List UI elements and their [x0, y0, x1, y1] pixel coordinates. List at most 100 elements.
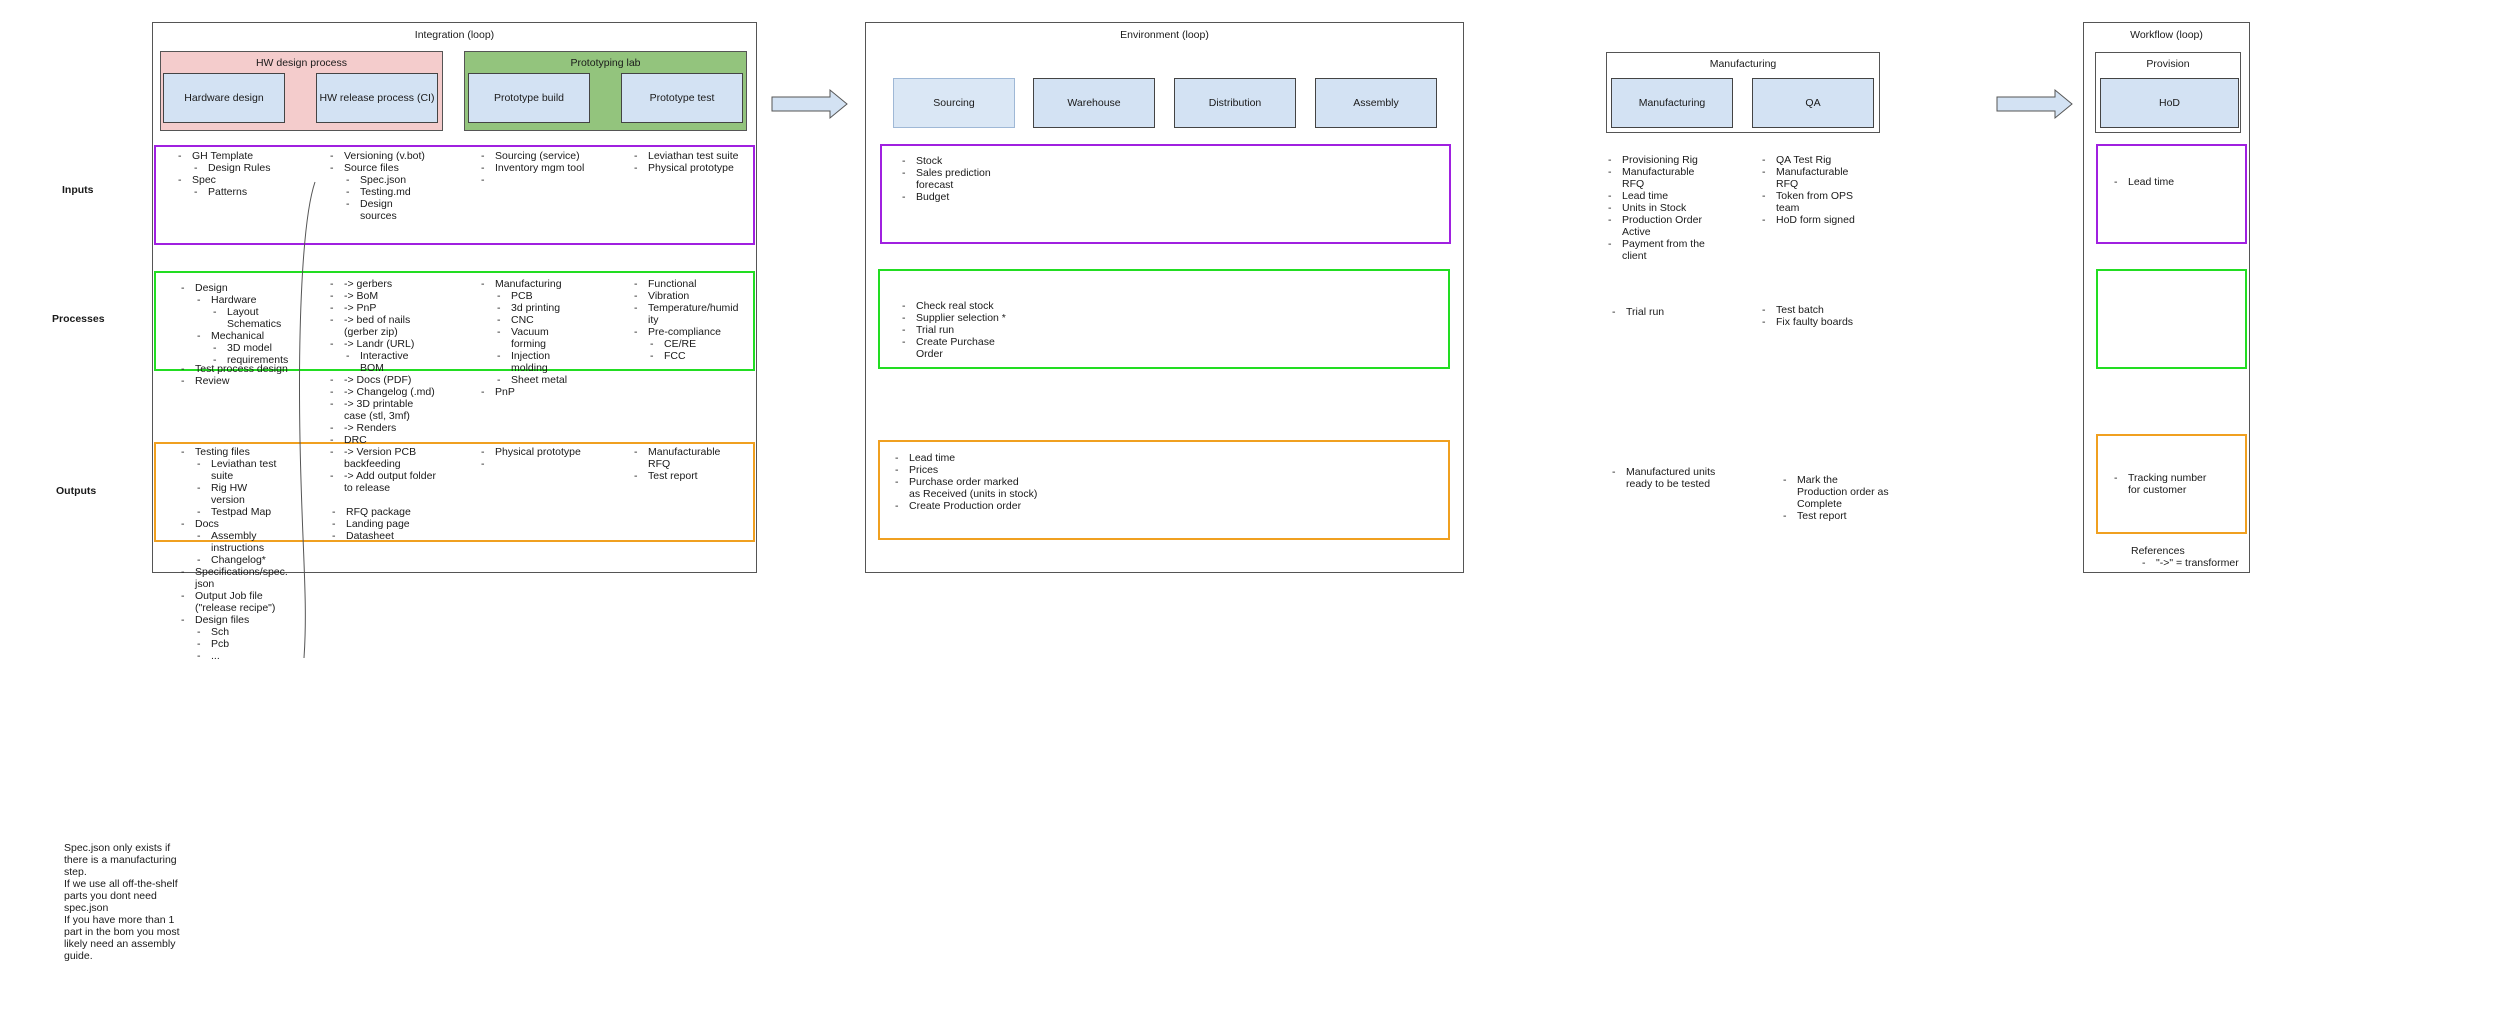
wf-inputs-list: Lead time: [2114, 176, 2174, 188]
provision-frame: Provision: [2095, 52, 2241, 133]
list-item: Test process design: [181, 363, 288, 375]
note-line: If we use all off-the-shelf: [64, 878, 178, 890]
list-item: (gerber zip): [344, 326, 398, 338]
list-item: Pcb: [197, 638, 288, 650]
list-item: Datasheet: [332, 530, 411, 542]
list-item: Versioning (v.bot): [330, 150, 425, 162]
list-item: molding: [511, 362, 548, 374]
distribution-box[interactable]: Distribution: [1174, 78, 1296, 128]
hw-design-title: HW design process: [255, 57, 348, 69]
list-item: Manufacturable: [1608, 166, 1705, 178]
mfg-processes-col2: Test batch Fix faulty boards: [1762, 304, 1853, 328]
list-item: PCB: [497, 290, 567, 302]
list-item: Test report: [1783, 510, 1889, 522]
list-item: Sch: [197, 626, 288, 638]
list-item: Leviathan test suite: [634, 150, 738, 162]
note-line: part in the bom you most: [64, 926, 180, 938]
list-item: Injection: [497, 350, 567, 362]
list-item: -> Renders: [330, 422, 436, 434]
list-item: Interactive: [346, 350, 436, 362]
note-line: guide.: [64, 950, 93, 962]
workflow-inputs-box: [2096, 144, 2247, 244]
list-item: instructions: [211, 542, 265, 554]
int-outputs-col4: Manufacturable RFQ Test report: [634, 446, 720, 482]
hod-box[interactable]: HoD: [2100, 78, 2239, 128]
list-item: Design Rules: [194, 162, 270, 174]
qa-box[interactable]: QA: [1752, 78, 1874, 128]
list-item: DRC: [330, 434, 436, 446]
warehouse-box[interactable]: Warehouse: [1033, 78, 1155, 128]
prototype-test-box[interactable]: Prototype test: [621, 73, 743, 123]
list-item: Mechanical: [197, 330, 288, 342]
list-item: Vacuum: [497, 326, 567, 338]
list-item: -> bed of nails: [330, 314, 436, 326]
list-item: Token from OPS: [1762, 190, 1855, 202]
list-item: team: [1776, 202, 1800, 214]
env-outputs-list: Lead time Prices Purchase order marked a…: [895, 452, 1037, 512]
mfg-inputs-col2: QA Test Rig Manufacturable RFQ Token fro…: [1762, 154, 1855, 226]
list-item: RFQ: [648, 458, 671, 470]
assembly-box[interactable]: Assembly: [1315, 78, 1437, 128]
list-item: Landing page: [332, 518, 411, 530]
note-line: there is a manufacturing: [64, 854, 177, 866]
wf-outputs-list: Tracking number for customer: [2114, 472, 2206, 496]
list-item: Inventory mgm tool: [481, 162, 584, 174]
list-item: Provisioning Rig: [1608, 154, 1705, 166]
list-item: Changelog*: [197, 554, 288, 566]
manufacturing-box[interactable]: Manufacturing: [1611, 78, 1733, 128]
list-item: Sales prediction: [902, 167, 991, 179]
workflow-frame: Workflow (loop): [2083, 22, 2250, 573]
hardware-design-box[interactable]: Hardware design: [163, 73, 285, 123]
list-item: Active: [1622, 226, 1651, 238]
prototyping-lab-title: Prototyping lab: [570, 57, 641, 69]
list-item: RFQ: [1776, 178, 1799, 190]
list-item: GH Template: [178, 150, 270, 162]
list-item: Pre-compliance: [634, 326, 738, 338]
list-item: Hardware: [197, 294, 288, 306]
list-item: Schematics: [227, 318, 282, 330]
spec-json-note: Spec.json only exists if there is a manu…: [64, 842, 180, 962]
list-item: json: [195, 578, 215, 590]
list-item: Functional: [634, 278, 738, 290]
list-item: Rig HW: [197, 482, 288, 494]
environment-inputs-box: [880, 144, 1451, 244]
prototype-build-box[interactable]: Prototype build: [468, 73, 590, 123]
list-item: Leviathan test: [197, 458, 288, 470]
list-item: Check real stock: [902, 300, 1006, 312]
list-item: Manufacturable: [1762, 166, 1855, 178]
list-item: Supplier selection *: [902, 312, 1006, 324]
int-processes-col3: Manufacturing PCB 3d printing CNC Vacuum…: [481, 278, 567, 398]
integration-title: Integration (loop): [414, 29, 495, 41]
list-item: ready to be tested: [1626, 478, 1711, 490]
list-item: Prices: [895, 464, 1037, 476]
list-item: CNC: [497, 314, 567, 326]
list-item: Review: [181, 375, 288, 387]
list-item: Sourcing (service): [481, 150, 584, 162]
sourcing-box[interactable]: Sourcing: [893, 78, 1015, 128]
list-item: RFQ: [1622, 178, 1645, 190]
list-item: suite: [211, 470, 234, 482]
env-processes-list: Check real stock Supplier selection * Tr…: [902, 300, 1006, 360]
list-item: Purchase order marked: [895, 476, 1037, 488]
list-item: Testpad Map: [197, 506, 288, 518]
int-inputs-col2: Versioning (v.bot) Source files Spec.jso…: [330, 150, 425, 222]
list-item: -> Version PCB: [330, 446, 436, 458]
list-item: -> Add output folder: [330, 470, 436, 482]
list-item: Test batch: [1762, 304, 1853, 316]
workflow-processes-box: [2096, 269, 2247, 369]
list-item: Testing.md: [346, 186, 425, 198]
environment-title: Environment (loop): [1120, 29, 1209, 41]
list-item: Design: [346, 198, 425, 210]
list-item: case (stl, 3mf): [344, 410, 410, 422]
hw-release-box[interactable]: HW release process (CI): [316, 73, 438, 123]
list-item: for customer: [2128, 484, 2187, 496]
list-item: Lead time: [895, 452, 1037, 464]
list-item: Production order as: [1797, 486, 1889, 498]
list-item: Lead time: [1608, 190, 1705, 202]
environment-outputs-box: [878, 440, 1450, 540]
list-item: Complete: [1797, 498, 1842, 510]
mfg-outputs-col2: Mark the Production order as Complete Te…: [1783, 474, 1889, 522]
list-item: Tracking number: [2114, 472, 2206, 484]
list-item: Create Purchase: [902, 336, 1006, 348]
list-item: Specifications/spec.: [181, 566, 288, 578]
